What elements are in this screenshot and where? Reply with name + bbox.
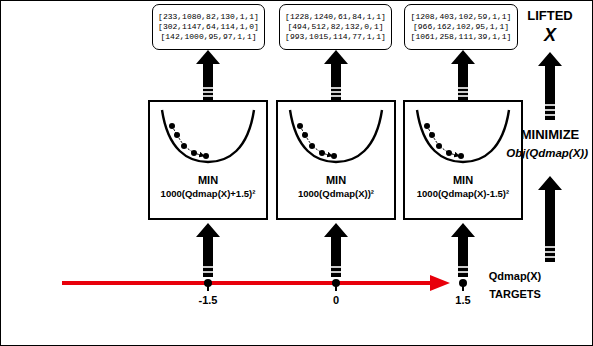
- arrow-stripe: [329, 87, 343, 89]
- minimize-box: MIN1000(Qdmap(X))²: [276, 100, 396, 220]
- arrow-stripe: [456, 87, 470, 89]
- arrow-stripe: [456, 91, 470, 93]
- axis-label: TARGETS: [489, 288, 541, 301]
- arrow-stripe: [201, 91, 215, 93]
- up-arrow: [196, 223, 220, 277]
- objective-formula: 1000(Qdmap(X))²: [281, 188, 391, 200]
- arrow-stripe: [201, 87, 215, 89]
- axis-line: [62, 281, 432, 285]
- objective-formula: 1000(Qdmap(X)+1.5)²: [153, 188, 263, 200]
- flow-arrow: [331, 64, 341, 100]
- vector-list: [1208,403,102,59,1,1] [966,162,102,95,1,…: [409, 12, 513, 43]
- stage-title: MINIMIZE: [521, 128, 580, 143]
- objective-formula: 1000(Qdmap(X)-1.5)²: [408, 188, 518, 200]
- arrow-stripe: [456, 95, 470, 97]
- tick-label: 0: [333, 294, 339, 307]
- operation-label: MIN: [408, 174, 518, 187]
- objective-formula: Obj(Qdmap(X)): [506, 147, 588, 160]
- minimize-box: MIN1000(Qdmap(X)-1.5)²: [403, 100, 523, 220]
- tick-label: 1.5: [455, 294, 470, 307]
- up-arrow: [324, 223, 348, 277]
- parabola-icon: [162, 110, 254, 162]
- result-box: [1228,1240,61,84,1,1] [494,512,82,132,0,…: [279, 4, 392, 50]
- parabola-icon: [290, 110, 382, 162]
- arrow-stripe: [329, 91, 343, 93]
- stage-title: LIFTED: [527, 9, 573, 24]
- flow-arrow: [456, 64, 470, 100]
- operation-label: MIN: [281, 174, 391, 187]
- up-arrow: [451, 223, 475, 277]
- variable-name: X: [544, 25, 556, 46]
- flow-arrow: [201, 64, 215, 100]
- parabola-icon: [417, 110, 509, 162]
- operation-label: MIN: [153, 174, 263, 187]
- flow-arrow: [329, 64, 343, 100]
- result-box: [1208,403,102,59,1,1] [966,162,102,95,1,…: [404, 4, 518, 50]
- axis-arrowhead: [430, 275, 450, 291]
- vector-list: [233,1080,82,130,1,1] [302,1147,64,114,1…: [157, 12, 260, 43]
- minimize-box: MIN1000(Qdmap(X)+1.5)²: [148, 100, 268, 220]
- axis-label: Qdmap(X): [489, 270, 542, 283]
- process-arrow: [538, 52, 562, 120]
- arrow-stripe: [201, 95, 215, 97]
- process-arrow: [538, 176, 562, 262]
- flow-arrow: [203, 64, 213, 100]
- axis-ticks: [204, 279, 467, 291]
- arrow-stripe: [329, 95, 343, 97]
- vector-list: [1228,1240,61,84,1,1] [494,512,82,132,0,…: [284, 12, 387, 43]
- flow-arrow: [458, 64, 468, 100]
- result-box: [233,1080,82,130,1,1] [302,1147,64,114,1…: [152, 4, 265, 50]
- tick-label: -1.5: [199, 294, 218, 307]
